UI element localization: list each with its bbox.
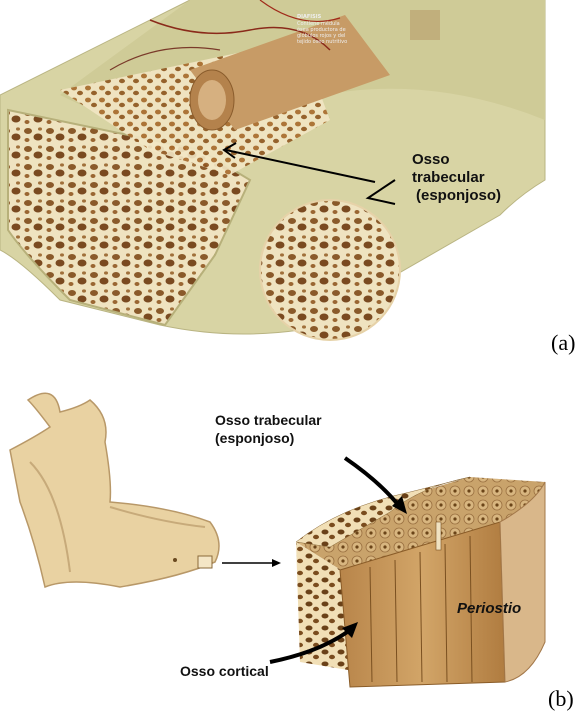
label-esponjoso-a: (esponjoso) [416, 187, 501, 205]
label-trabecular-a: trabecular [412, 169, 485, 187]
inset-caption: Contiene médula ósea productora de glóbu… [297, 21, 349, 45]
panel-tag-a: (a) [551, 330, 575, 356]
panel-a: DIAFISIS Contiene médula ósea productora… [0, 0, 586, 360]
mandible-bone [10, 393, 219, 587]
label-osso-a: Osso [412, 151, 450, 169]
bone-tissue-block [296, 477, 545, 687]
label-esponjoso-b: (esponjoso) [215, 429, 294, 447]
panel-b: Osso trabecular (esponjoso) Osso cortica… [0, 372, 586, 715]
mandible-arrow-head [272, 559, 281, 567]
trabecular-arrow-b [345, 458, 400, 507]
panel-tag-b: (b) [548, 686, 574, 712]
long-bone-illustration [0, 0, 586, 360]
label-osso-cortical: Osso cortical [180, 662, 269, 680]
label-periostio: Periostio [457, 600, 521, 618]
label-osso-trabecular-b: Osso trabecular [215, 411, 322, 429]
magnified-trabecular-inset [260, 200, 400, 340]
inset-heading: DIAFISIS [297, 14, 321, 20]
